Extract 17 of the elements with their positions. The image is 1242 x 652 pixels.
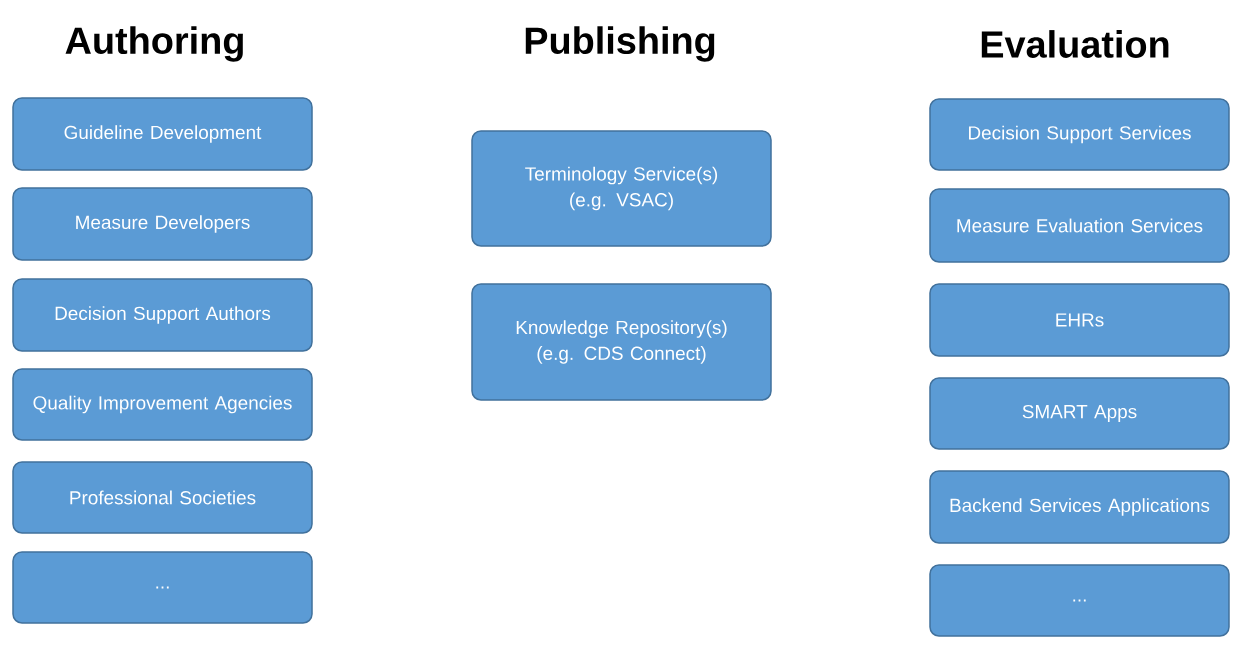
- process-box: SMART Apps: [929, 377, 1230, 450]
- process-box: Guideline Development: [12, 97, 313, 171]
- process-box: Quality Improvement Agencies: [12, 368, 313, 441]
- process-box: Decision Support Services: [929, 98, 1230, 171]
- process-box: Decision Support Authors: [12, 278, 313, 352]
- process-box: Measure Developers: [12, 187, 313, 261]
- process-box: Knowledge Repository(s) (e.g. CDS Connect): [471, 283, 772, 401]
- process-box: Measure Evaluation Services: [929, 188, 1230, 263]
- column-heading: Publishing: [525, 26, 715, 62]
- process-box: ...: [929, 564, 1230, 637]
- column-heading: Evaluation: [981, 30, 1169, 58]
- process-box: Terminology Service(s) (e.g. VSAC): [471, 130, 772, 247]
- process-box: Professional Societies: [12, 461, 313, 534]
- column-heading: Authoring: [65, 26, 243, 62]
- process-box: EHRs: [929, 283, 1230, 357]
- process-box: Backend Services Applications: [929, 470, 1230, 544]
- process-box: ...: [12, 551, 313, 624]
